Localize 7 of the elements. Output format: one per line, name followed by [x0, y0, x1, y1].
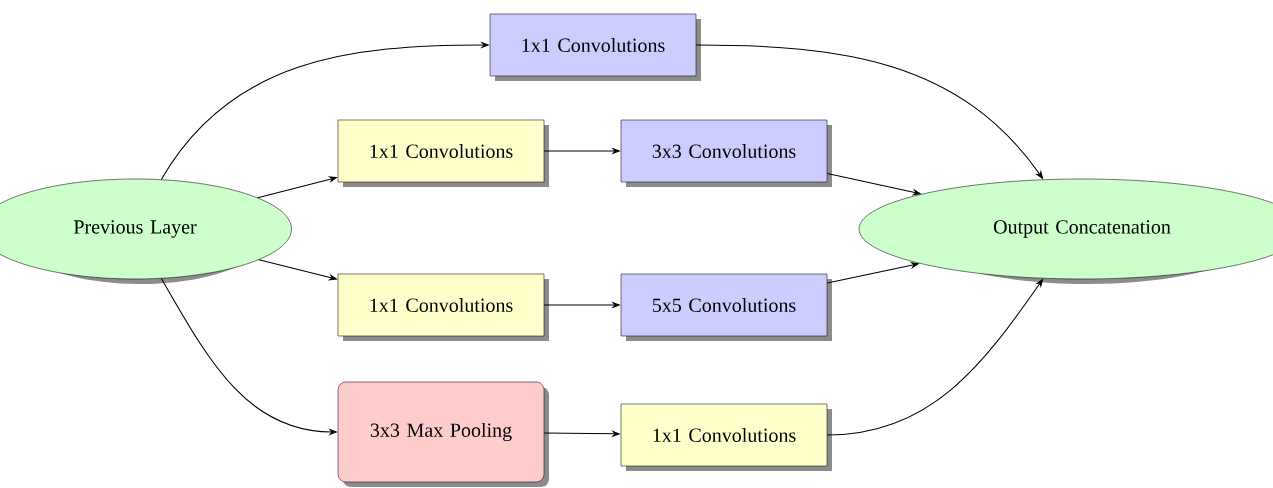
convolution-box: 1x1 Convolutions	[620, 403, 832, 471]
convolution-box: 1x1 Convolutions	[337, 119, 549, 187]
convolution-box: 3x3 Convolutions	[620, 119, 832, 187]
convolution-box: 1x1 Convolutions	[489, 13, 701, 81]
convolution-box: 5x5 Convolutions	[620, 273, 832, 341]
pooling-box: 3x3 Max Pooling	[337, 381, 549, 487]
convolution-box: 1x1 Convolutions	[337, 273, 549, 341]
